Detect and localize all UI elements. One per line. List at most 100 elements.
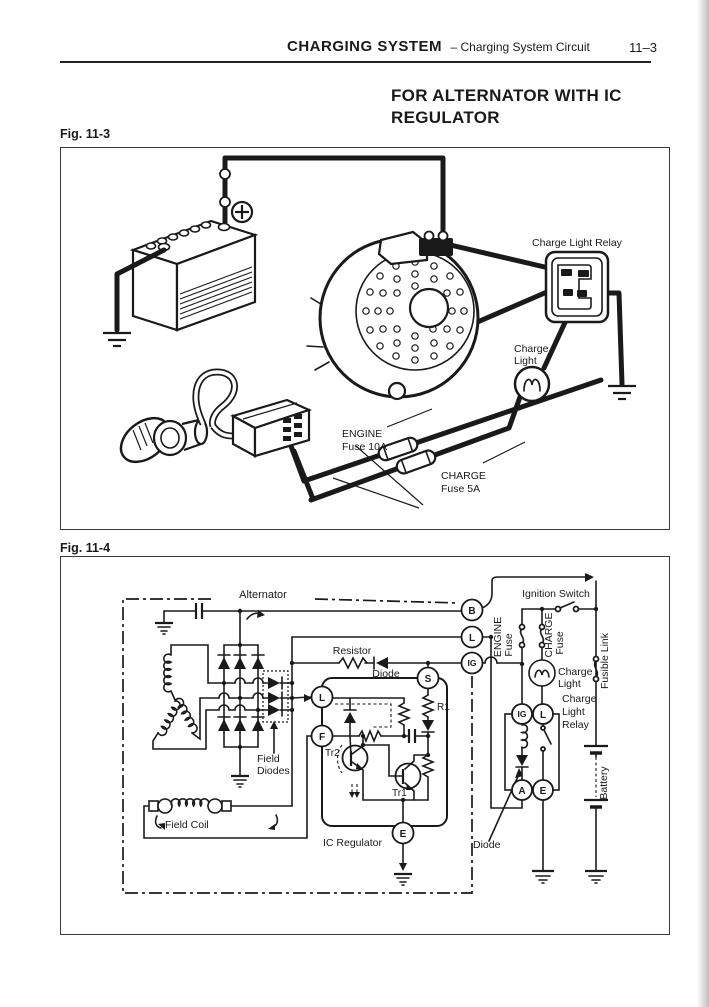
terminal-reg-f-letter: F [319, 732, 325, 743]
ground-icon-relay [532, 869, 554, 884]
relay-diode-label: Diode [473, 839, 501, 851]
diode-top-label: Diode [372, 668, 400, 680]
header-section-subtitle: – Charging System Circuit [450, 40, 590, 54]
terminal-relay-e-letter: E [540, 786, 547, 797]
r1-resistor [420, 694, 436, 718]
regulator-resistor-3 [420, 754, 436, 778]
relay-inner-shell [551, 257, 603, 317]
field-diodes-label-1: Field [257, 753, 280, 765]
ignition-switch-blade [559, 601, 575, 609]
current-arrow-l [304, 694, 312, 702]
header-section-title: CHARGING SYSTEM [287, 38, 443, 55]
terminal-reg-l-letter: L [319, 693, 325, 704]
wire-bullet-connector-1 [219, 168, 231, 180]
engine-fuse-label-1: ENGINE [492, 617, 504, 657]
relay-contact-1 [540, 725, 546, 731]
alternator-label: Alternator [239, 589, 287, 601]
field-diodes [262, 670, 293, 754]
terminal-relay-a-letter: A [518, 786, 525, 797]
fig3-frame: Charge Light Relay Charge Light ENGINE F… [60, 147, 670, 530]
zener-diode [422, 720, 434, 731]
relay-switch-blade [543, 729, 552, 745]
charge-light-label-1: Charge [514, 343, 549, 355]
battery-vent-lines [179, 266, 253, 320]
ground-icon-regulator [394, 872, 412, 886]
alternator-illustration [306, 230, 480, 401]
key-grip-lines [132, 422, 154, 451]
ignition-key-illustration [119, 368, 313, 464]
ic-regulator [321, 677, 448, 886]
terminal-reg-l [310, 685, 334, 709]
battery-positive-post [217, 222, 231, 232]
key-cable-inner [194, 370, 237, 427]
tr2-label: Tr2 [325, 748, 340, 759]
junction-dots [221, 606, 599, 803]
stator-coil-1 [163, 653, 173, 693]
resistor-label: Resistor [333, 645, 372, 657]
b-terminal-hook [481, 576, 587, 609]
current-arrow-e [399, 863, 407, 871]
charge-light-illustration [513, 365, 551, 403]
page-number: 11–3 [629, 40, 657, 55]
page-title-line1: FOR ALTERNATOR WITH IC [391, 86, 622, 105]
terminal-relay-ig [511, 703, 533, 725]
lock-cylinder-core [160, 427, 180, 449]
charge-fuse-label-2: Fuse [554, 631, 566, 655]
battery-symbol [584, 744, 608, 872]
terminal-s-letter: S [425, 674, 432, 685]
battery-cell-caps [145, 221, 212, 250]
ic-regulator-label: IC Regulator [323, 837, 382, 849]
bulb-filament [523, 378, 541, 392]
rectifier-bridge [217, 644, 265, 788]
ground-icon-battery [585, 869, 607, 884]
stator-windings [152, 644, 209, 750]
relay-ground-symbol [608, 384, 636, 401]
page-header: CHARGING SYSTEM – Charging System Circui… [287, 38, 590, 56]
fusible-link-label: Fusible Link [599, 632, 611, 689]
battery-front-face [175, 233, 257, 332]
alternator-boundary [122, 598, 473, 894]
connector-right-face [253, 408, 311, 458]
r1-label: R1 [437, 702, 450, 713]
relay-pin-4 [577, 290, 587, 297]
terminal-l-letter: L [469, 633, 475, 644]
brush-holder-left [148, 800, 159, 812]
ic-regulator-box [321, 677, 448, 827]
ground-icon-rectifier [231, 774, 249, 788]
charge-light-label-2: Light [558, 678, 581, 690]
alternator-terminal-bullet-2 [437, 230, 449, 242]
terminal-relay-l [532, 703, 554, 725]
terminal-s [416, 666, 440, 690]
connector-stub-2 [291, 448, 316, 502]
alternator-terminal-bullet-1 [423, 230, 435, 242]
relay-label: Charge Light Relay [532, 237, 623, 249]
battery-ground-wire [114, 247, 167, 333]
feedback-path-dashed [335, 703, 392, 728]
engine-label-leader [386, 408, 433, 428]
relay-label-2: Light [562, 706, 585, 718]
charge-fuse-label-1: CHARGE [543, 613, 555, 658]
thin-lead-2 [332, 477, 420, 509]
fig4-schematic: Alternator Ignition Switch ENGINE Fuse C… [122, 573, 611, 894]
ignition-switch-label: Ignition Switch [522, 588, 590, 600]
alternator-terminal-block [419, 238, 453, 256]
flow-arrow-left [154, 815, 162, 829]
terminal-ig-letter: IG [468, 658, 477, 668]
battery-illustration [103, 168, 259, 348]
relay-diode-icon [516, 755, 528, 766]
l-node-bus [291, 636, 462, 807]
diode-icon-top [376, 657, 388, 669]
relay-label-3: Relay [562, 719, 590, 731]
page-title-line2: REGULATOR [391, 108, 500, 127]
engine-fuse-label-2: Fuse 10A [342, 441, 387, 453]
connector-pins [283, 414, 302, 441]
terminal-reg-e-letter: E [400, 829, 407, 840]
relay-label-1: Charge [562, 693, 597, 705]
tr2-transistor [341, 744, 369, 772]
terminal-relay-a [511, 779, 533, 801]
terminal-relay-ig-letter: IG [518, 709, 527, 719]
alternator-hub [408, 287, 450, 329]
battery-to-alternator-wire [222, 155, 446, 235]
field-diodes-label-2: Diodes [257, 765, 290, 777]
